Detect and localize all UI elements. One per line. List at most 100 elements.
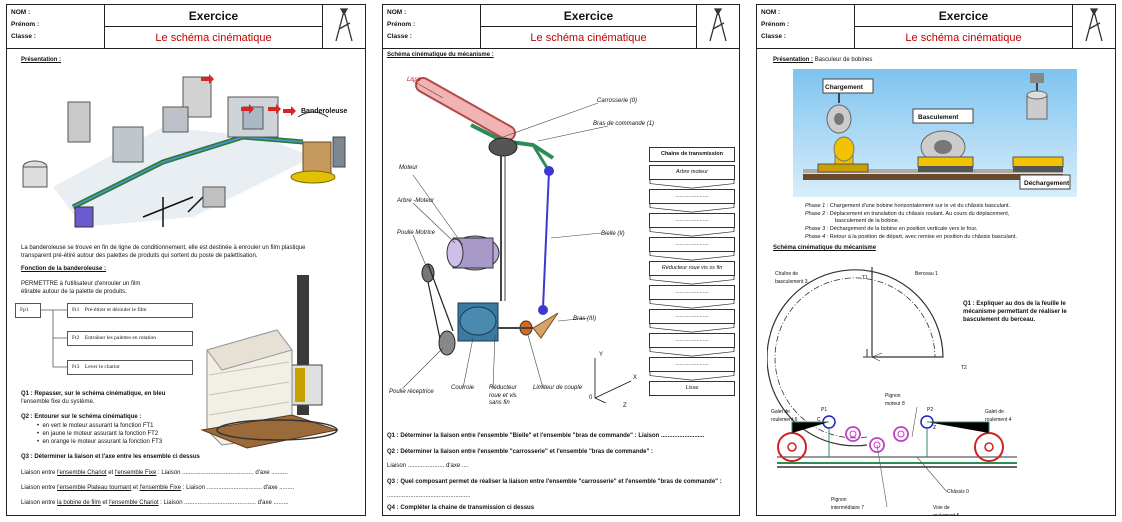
label-voie: Voie de roulement 5: [933, 505, 960, 516]
label-poulie-motrice: Poulie Motrice: [397, 230, 436, 236]
p3-presentation: Présentation : Basculeur de bobines: [773, 57, 873, 63]
presentation-heading: Présentation :: [21, 57, 62, 63]
p2-q3-answer: ........................................…: [387, 493, 471, 499]
student-id-block: NOM : Prénom : Classe :: [383, 5, 481, 49]
q3-heading: Q3 : Déterminer la liaison et l'axe entr…: [21, 454, 200, 460]
student-id-block: NOM : Prénom : Classe :: [7, 5, 105, 49]
chain-step: Réducteur roue vis ss fin: [649, 261, 735, 276]
label-berceau: Berceau 1: [915, 271, 938, 277]
label-moteur: Moteur: [399, 165, 418, 171]
page-header: NOM : Prénom : Classe : Exercice Le sché…: [383, 5, 739, 49]
worksheet-page-1: NOM : Prénom : Classe : Exercice Le sché…: [6, 4, 366, 516]
label-pignon7: Pignon intermédiaire 7: [831, 497, 865, 511]
chain-arrow: [649, 348, 735, 357]
q2-item-1: • en vert le moteur assurant la fonction…: [37, 423, 154, 429]
q2-item-3: • en orange le moteur assurant la foncti…: [37, 439, 163, 445]
label-galet4: Galet de roulement 4: [985, 409, 1012, 423]
label-c: C: [817, 417, 821, 423]
function-ft2: Ft2 Entraîner les palettes en rotation: [67, 331, 193, 346]
banderoleuse-photo: [200, 275, 339, 449]
schema-heading: Schéma cinématique du mécanisme :: [387, 52, 494, 58]
intro-line-1: La banderoleuse se trouve en fin de lign…: [21, 245, 306, 251]
kinematic-schema: [767, 267, 1017, 508]
chain-step: ......................: [649, 285, 735, 300]
page-header: NOM : Prénom : Classe : Exercice Le sché…: [757, 5, 1115, 49]
p3-schema-heading: Schéma cinématique du mécanisme: [773, 245, 877, 251]
function-tree-lines: [41, 309, 67, 368]
p3-q1-line-1: Q1 : Expliquer au dos de la feuille le: [963, 301, 1066, 307]
label-galet6: Galet de roulement 6: [771, 409, 798, 423]
label-p1: P1: [821, 407, 828, 413]
worksheet-page-3: NOM : Prénom : Classe : Exercice Le sché…: [756, 4, 1116, 516]
p2-q4: Q4 : Compléter la chaine de transmission…: [387, 505, 535, 511]
axis-z-label: Z: [623, 403, 627, 409]
page-subtitle: Le schéma cinématique: [481, 27, 697, 49]
chain-step: ......................: [649, 237, 735, 252]
liaison-2: Liaison entre l'ensemble Plateau tournan…: [21, 485, 295, 491]
prenom-label: Prénom :: [11, 21, 40, 28]
label-bras-3: Bras (III): [573, 316, 597, 322]
chain-step: Arbre moteur: [649, 165, 735, 180]
chain-arrow: [649, 372, 735, 381]
chain-arrow: [649, 276, 735, 285]
phase-2-cont: basculement de la bobine.: [835, 218, 900, 224]
prenom-label: Prénom :: [761, 21, 790, 28]
liaison-1: Liaison entre l'ensemble Chariot et l'en…: [21, 470, 288, 476]
classe-label: Classe :: [387, 33, 412, 40]
chain-step: ......................: [649, 309, 735, 324]
img-label-chargement: Chargement: [825, 84, 863, 91]
production-line-illustration: [22, 74, 346, 228]
compass-icon: [1085, 8, 1103, 42]
label-courroie: Courroie: [451, 385, 475, 391]
p2-q3: Q3 : Quel composant permet de réaliser l…: [387, 479, 722, 485]
axis-x-label: X: [633, 375, 638, 381]
fonction-line-2: étirable autour de la palette de produit…: [21, 289, 127, 295]
student-id-block: NOM : Prénom : Classe :: [757, 5, 855, 49]
worksheet-page-2: NOM : Prénom : Classe : Exercice Le sché…: [382, 4, 740, 516]
label-carrosserie: Carrosserie (0): [597, 98, 638, 104]
nom-label: NOM :: [761, 9, 781, 16]
phase-1: Phase 1 : Chargement d'une bobine horizo…: [805, 203, 1010, 209]
compass-icon: [709, 8, 727, 42]
q1-line-1: Q1 : Repasser, sur le schéma cinématique…: [21, 391, 166, 397]
label-limiteur: Limiteur de couple: [533, 385, 583, 391]
chain-arrow: [649, 180, 735, 189]
chain-arrow: [649, 324, 735, 333]
compass-logo: [697, 5, 739, 49]
axis-y-label: Y: [599, 352, 604, 358]
fonction-heading: Fonction de la banderoleuse :: [21, 266, 107, 272]
function-ft3: Ft3 Lever le chariot: [67, 360, 193, 375]
chain-step: ......................: [649, 357, 735, 372]
banderoleuse-label: Banderoleuse: [301, 108, 348, 115]
chain-title: Chaine de transmission: [649, 147, 735, 162]
nom-label: NOM :: [387, 9, 407, 16]
intro-line-2: transparent pré-étiré autour des palette…: [21, 253, 258, 259]
label-t2: T2: [961, 365, 967, 371]
chain-step: ......................: [649, 189, 735, 204]
page-title: Exercice: [105, 5, 323, 27]
p2-q1: Q1 : Déterminer la liaison entre l'ensem…: [387, 433, 705, 439]
chain-step: ......................: [649, 333, 735, 348]
chain-arrow: [649, 300, 735, 309]
p2-q2-answer: Liaison ...................... d'axe ...…: [387, 463, 469, 469]
compass-icon: [335, 8, 353, 42]
q1-line-2: l'ensemble fixe du système.: [21, 399, 95, 405]
fp1-box: Fp1: [15, 303, 41, 318]
p3-q1-line-3: basculement du berceau.: [963, 317, 1036, 323]
classe-label: Classe :: [761, 33, 786, 40]
label-bras: Bras de commande (1): [593, 121, 655, 127]
fonction-line-1: PERMETTRE à l'utilisateur d'enrouler un …: [21, 281, 141, 287]
label-lisse: Lisse: [407, 77, 422, 83]
page-subtitle: Le schéma cinématique: [855, 27, 1073, 49]
compass-logo: [323, 5, 365, 49]
prenom-label: Prénom :: [387, 21, 416, 28]
mechanism-3d-drawing: [402, 77, 632, 403]
img-label-dechargement: Déchargement: [1024, 180, 1070, 187]
label-poulie-receptrice: Poulie réceptrice: [389, 389, 434, 395]
function-ft1: Ft1 Pré-étirer et dérouler le film: [67, 303, 193, 318]
label-bielle: Bielle (II): [601, 231, 625, 237]
classe-label: Classe :: [11, 33, 36, 40]
chain-step: Lisse: [649, 381, 735, 396]
nom-label: NOM :: [11, 9, 31, 16]
p3-q1-line-2: mécanisme permettant de réaliser le: [963, 309, 1067, 315]
